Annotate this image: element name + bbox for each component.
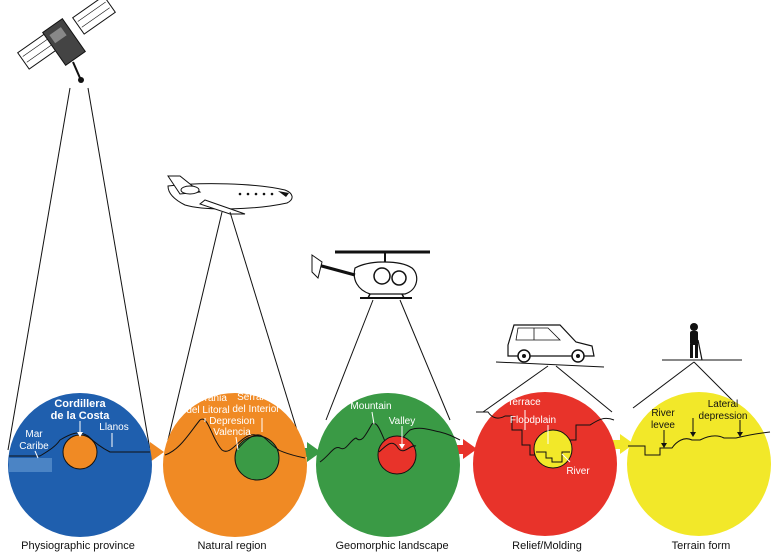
cordillera-label-2: de la Costa	[51, 410, 111, 422]
relief-molding-circle: Terrace Floodplain River	[473, 392, 617, 536]
lateral-depression-label-2: depression	[699, 411, 748, 422]
person-icon	[662, 323, 742, 361]
natural-region-circle: Serrania del Litoral Serrania del Interi…	[163, 392, 307, 537]
car-icon	[495, 324, 605, 368]
river-label: River	[566, 466, 590, 477]
serrania-litoral-label-1: Serrania	[189, 393, 227, 404]
valley-label: Valley	[389, 416, 416, 427]
depresion-label-2: Valencia	[213, 427, 251, 438]
river-levee-label-1: River	[651, 408, 675, 419]
terrace-label: Terrace	[507, 397, 541, 408]
caption-physiographic-province: Physiographic province	[21, 540, 135, 552]
physiographic-province-circle: Cordillera de la Costa Mar Caribe Llanos	[8, 393, 152, 537]
serrania-interior-label-2: del Interior	[232, 404, 280, 415]
satellite-icon	[17, 0, 116, 83]
lateral-depression-label-1: Lateral	[708, 399, 739, 410]
floodplain-label: Floodplain	[510, 415, 556, 426]
mar-label-1: Mar	[25, 429, 43, 440]
river-levee-label-2: levee	[651, 420, 675, 431]
mountain-label: Mountain	[350, 401, 391, 412]
serrania-interior-label-1: Serrania	[237, 392, 275, 403]
mar-label-2: Caribe	[19, 441, 49, 452]
serrania-litoral-label-2: del Litoral	[186, 405, 229, 416]
geomorphic-landscape-circle: Mountain Valley	[316, 393, 461, 537]
airplane-icon	[167, 175, 293, 215]
cordillera-label-1: Cordillera	[54, 398, 106, 410]
llanos-label: Llanos	[99, 422, 128, 433]
terrain-form-circle: River levee Lateral depression	[627, 392, 771, 536]
caption-terrain-form: Terrain form	[671, 540, 731, 552]
helicopter-icon	[311, 250, 430, 299]
caption-relief-molding: Relief/Molding	[512, 540, 582, 552]
sight-lines	[7, 87, 743, 451]
caption-natural-region: Natural region	[197, 540, 267, 552]
depresion-label-1: Depresion	[209, 416, 255, 427]
caption-geomorphic-landscape: Geomorphic landscape	[335, 540, 449, 552]
